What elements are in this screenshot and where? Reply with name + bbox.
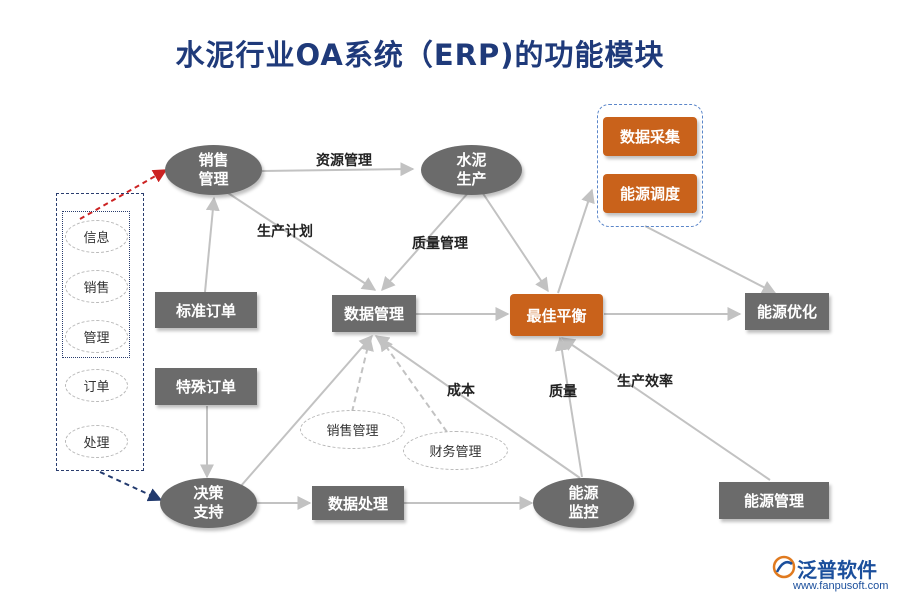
edge-balance-to-collect <box>557 188 595 294</box>
label-production-efficiency: 生产效率 <box>617 374 673 390</box>
label-quality-management: 质量管理 <box>412 236 468 252</box>
node-data-management: 数据管理 <box>332 295 416 332</box>
node-energy-management: 能源管理 <box>719 482 829 519</box>
edge-sales-to-cement <box>261 162 415 177</box>
left-outer-group <box>56 193 144 471</box>
energy-group-box <box>597 104 703 227</box>
node-energy-monitoring: 能源 监控 <box>533 478 634 528</box>
edge-decision-to-data-mgmt <box>239 334 373 488</box>
fanpu-logo-icon <box>772 555 796 579</box>
node-sub-sales-management: 销售管理 <box>300 410 405 449</box>
node-cement-production: 水泥 生产 <box>421 145 522 195</box>
node-energy-dispatch: 能源调度 <box>603 174 697 213</box>
node-sales-management: 销售 管理 <box>165 145 262 195</box>
left-item-sales: 销售 <box>65 270 128 303</box>
logo-name: 泛普软件 <box>797 558 877 582</box>
left-inner-group <box>62 211 130 358</box>
edge-cement-to-data-mgmt <box>381 192 469 292</box>
node-decision-support: 决策 支持 <box>160 478 257 528</box>
edge-monitor-to-balance <box>555 336 583 478</box>
edge-sub-sales-to-data-mgmt <box>351 336 374 413</box>
label-cost: 成本 <box>447 383 475 399</box>
left-item-order: 订单 <box>65 369 128 402</box>
label-production-plan: 生产计划 <box>257 224 313 240</box>
node-standard-order: 标准订单 <box>155 292 257 328</box>
edge-dispatch-to-energy-opt <box>644 225 777 294</box>
edge-left-group-to-decision <box>99 471 163 502</box>
left-item-info: 信息 <box>65 220 128 253</box>
edge-energy-mgmt-to-balance <box>560 337 771 481</box>
node-best-balance: 最佳平衡 <box>510 294 603 336</box>
edge-standard-order-to-sales <box>204 196 220 293</box>
node-sub-finance-management: 财务管理 <box>403 431 508 470</box>
page-title: 水泥行业OA系统（ERP)的功能模块 <box>175 38 665 72</box>
edge-cement-to-balance <box>481 191 549 293</box>
label-resource-management: 资源管理 <box>316 153 372 169</box>
left-item-process: 处理 <box>65 425 128 458</box>
node-data-collection: 数据采集 <box>603 117 697 156</box>
left-item-mgmt: 管理 <box>65 320 128 353</box>
node-energy-optimization: 能源优化 <box>745 293 829 330</box>
edge-sales-to-data-mgmt <box>227 192 377 291</box>
logo-url: www.fanpusoft.com <box>793 580 889 592</box>
edge-left-group-to-sales <box>79 169 168 220</box>
node-special-order: 特殊订单 <box>155 368 257 405</box>
node-data-processing: 数据处理 <box>312 486 404 520</box>
edge-monitor-to-data-mgmt <box>374 335 581 479</box>
label-quality: 质量 <box>549 384 577 400</box>
